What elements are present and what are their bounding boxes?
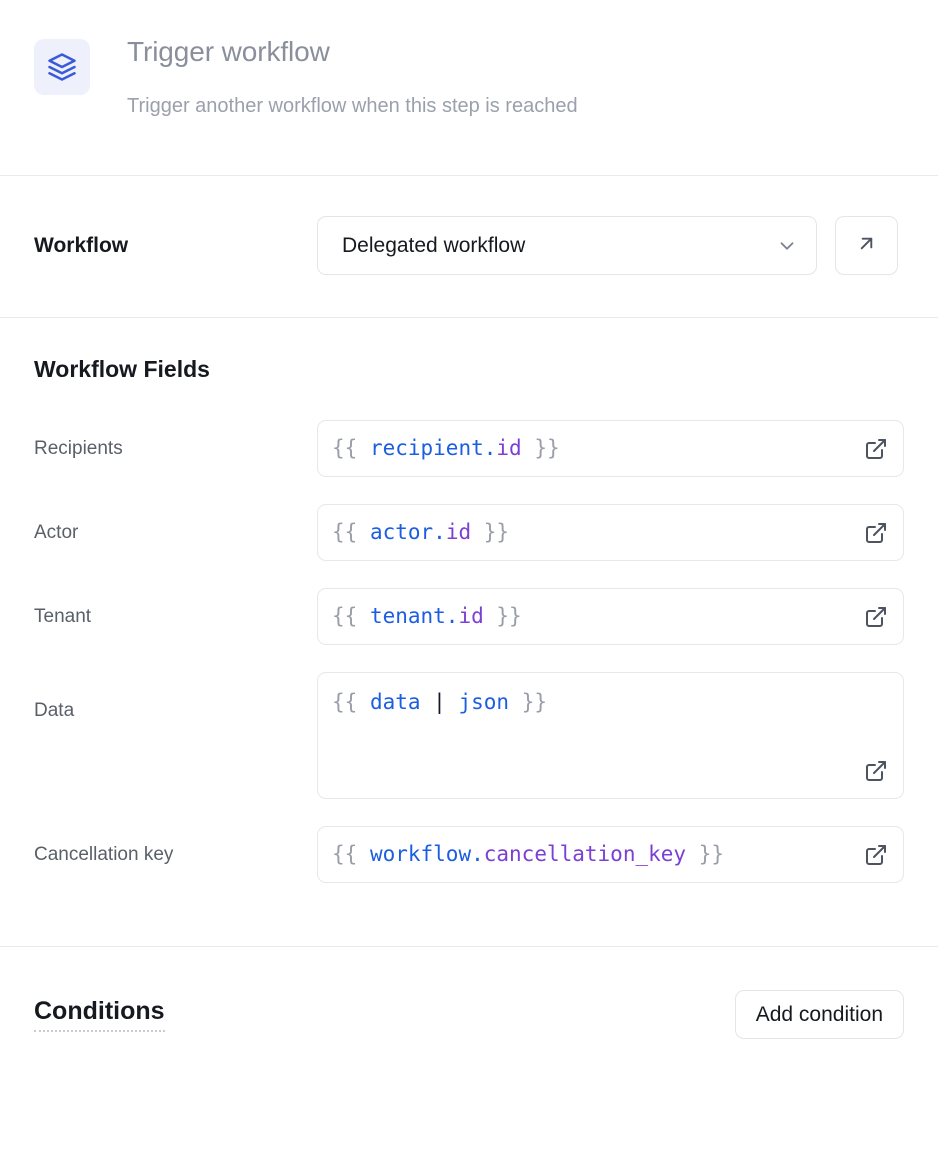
field-row: Cancellation key {{ workflow.cancellation… — [34, 826, 904, 883]
field-input[interactable]: {{ workflow.cancellation_key }} — [317, 826, 904, 883]
conditions-title[interactable]: Conditions — [34, 997, 165, 1032]
field-label: Cancellation key — [34, 843, 174, 865]
arrow-up-right-icon — [855, 232, 878, 260]
field-input[interactable]: {{ actor.id }} — [317, 504, 904, 561]
workflow-label: Workflow — [34, 233, 129, 257]
divider-header — [0, 175, 938, 176]
trigger-workflow-panel: Trigger workflow Trigger another workflo… — [0, 0, 938, 1039]
page-subtitle: Trigger another workflow when this step … — [127, 95, 578, 118]
external-link-icon[interactable] — [863, 758, 889, 784]
field-value: {{ tenant.id }} — [332, 604, 522, 629]
external-link-icon[interactable] — [863, 436, 889, 462]
divider-workflow — [0, 317, 938, 318]
field-input[interactable]: {{ recipient.id }} — [317, 420, 904, 477]
field-value: {{ workflow.cancellation_key }} — [332, 842, 724, 867]
page-title: Trigger workflow — [127, 36, 330, 67]
external-link-icon[interactable] — [863, 520, 889, 546]
header-text-group: Trigger workflow Trigger another workflo… — [127, 34, 578, 119]
divider-conditions — [0, 946, 938, 947]
field-row: Tenant {{ tenant.id }} — [34, 588, 904, 645]
field-input[interactable]: {{ tenant.id }} — [317, 588, 904, 645]
field-row: Recipients {{ recipient.id }} — [34, 420, 904, 477]
workflow-fields-list: Recipients {{ recipient.id }} Actor {{ acto… — [34, 420, 904, 883]
external-link-icon[interactable] — [863, 842, 889, 868]
workflow-fields-section: Workflow Fields Recipients {{ recipient.i… — [0, 318, 938, 946]
field-label: Data — [34, 700, 75, 721]
field-value: {{ actor.id }} — [332, 520, 510, 545]
field-input[interactable]: {{ data | json }} — [317, 672, 904, 799]
field-label: Tenant — [34, 605, 92, 627]
field-label: Actor — [34, 521, 79, 543]
chevron-down-icon — [776, 235, 798, 257]
field-value: {{ recipient.id }} — [332, 436, 560, 461]
workflow-select-value: Delegated workflow — [342, 233, 526, 257]
open-workflow-button[interactable] — [835, 216, 898, 275]
panel-header: Trigger workflow Trigger another workflo… — [0, 0, 938, 175]
add-condition-button[interactable]: Add condition — [734, 990, 904, 1039]
layers-icon — [34, 39, 90, 95]
field-value: {{ data | json }} — [332, 690, 547, 714]
field-label: Recipients — [34, 437, 123, 459]
conditions-section: Conditions Add condition — [0, 947, 938, 1039]
workflow-fields-heading: Workflow Fields — [34, 356, 210, 382]
external-link-icon[interactable] — [863, 604, 889, 630]
field-row: Data {{ data | json }} — [34, 672, 904, 799]
workflow-select[interactable]: Delegated workflow — [317, 216, 817, 275]
field-row: Actor {{ actor.id }} — [34, 504, 904, 561]
workflow-section: Workflow Delegated workflow — [0, 176, 938, 317]
